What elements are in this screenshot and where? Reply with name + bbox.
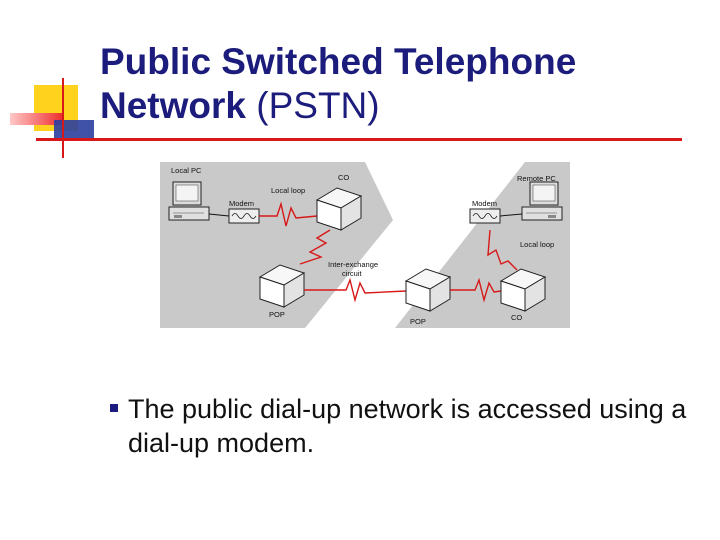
pstn-diagram: Local PC Modem Local loop CO POP Inter-e… [160, 162, 570, 328]
local-pc-icon [168, 181, 210, 221]
modem-right-icon [469, 208, 501, 224]
bullet-square-icon [110, 404, 118, 412]
title-divider [36, 138, 682, 141]
label-co-right: CO [511, 313, 522, 322]
label-local-loop-right: Local loop [520, 240, 554, 249]
co-right-building-icon [499, 268, 547, 312]
pop-left-building-icon [258, 264, 306, 308]
lightning-inter-exchange [304, 277, 407, 303]
label-co-left: CO [338, 173, 349, 182]
title-normal: (PSTN) [245, 85, 380, 126]
label-inter-exchange-2: circuit [342, 269, 363, 278]
label-inter-exchange-1: Inter-exchange [328, 260, 378, 269]
lightning-local-loop-left [259, 201, 318, 227]
deco-vertical-line [62, 78, 64, 158]
label-remote-pc: Remote PC [517, 174, 556, 183]
pop-right-building-icon [404, 268, 452, 312]
cable-local-pc-modem [208, 213, 230, 217]
deco-red-block [10, 113, 64, 125]
label-pop-left: POP [269, 310, 285, 319]
label-pop-right: POP [410, 317, 426, 326]
label-modem-left: Modem [229, 199, 254, 208]
co-left-building-icon [315, 187, 363, 231]
lightning-local-loop-right [487, 229, 518, 271]
label-local-loop-left: Local loop [271, 186, 305, 195]
bullet-text: The public dial-up network is accessed u… [128, 394, 687, 458]
label-modem-right: Modem [472, 199, 497, 208]
cable-modem-remote-pc [499, 213, 523, 217]
label-local-pc: Local PC [171, 166, 202, 175]
slide-title: Public Switched Telephone Network (PSTN) [100, 40, 700, 128]
remote-pc-icon [521, 181, 563, 221]
title-bold: Public Switched Telephone Network [100, 41, 577, 126]
modem-left-icon [228, 208, 260, 224]
lightning-pop-co-right [450, 277, 502, 303]
deco-blue-block [54, 120, 94, 138]
lightning-co-pop-left [299, 229, 331, 265]
